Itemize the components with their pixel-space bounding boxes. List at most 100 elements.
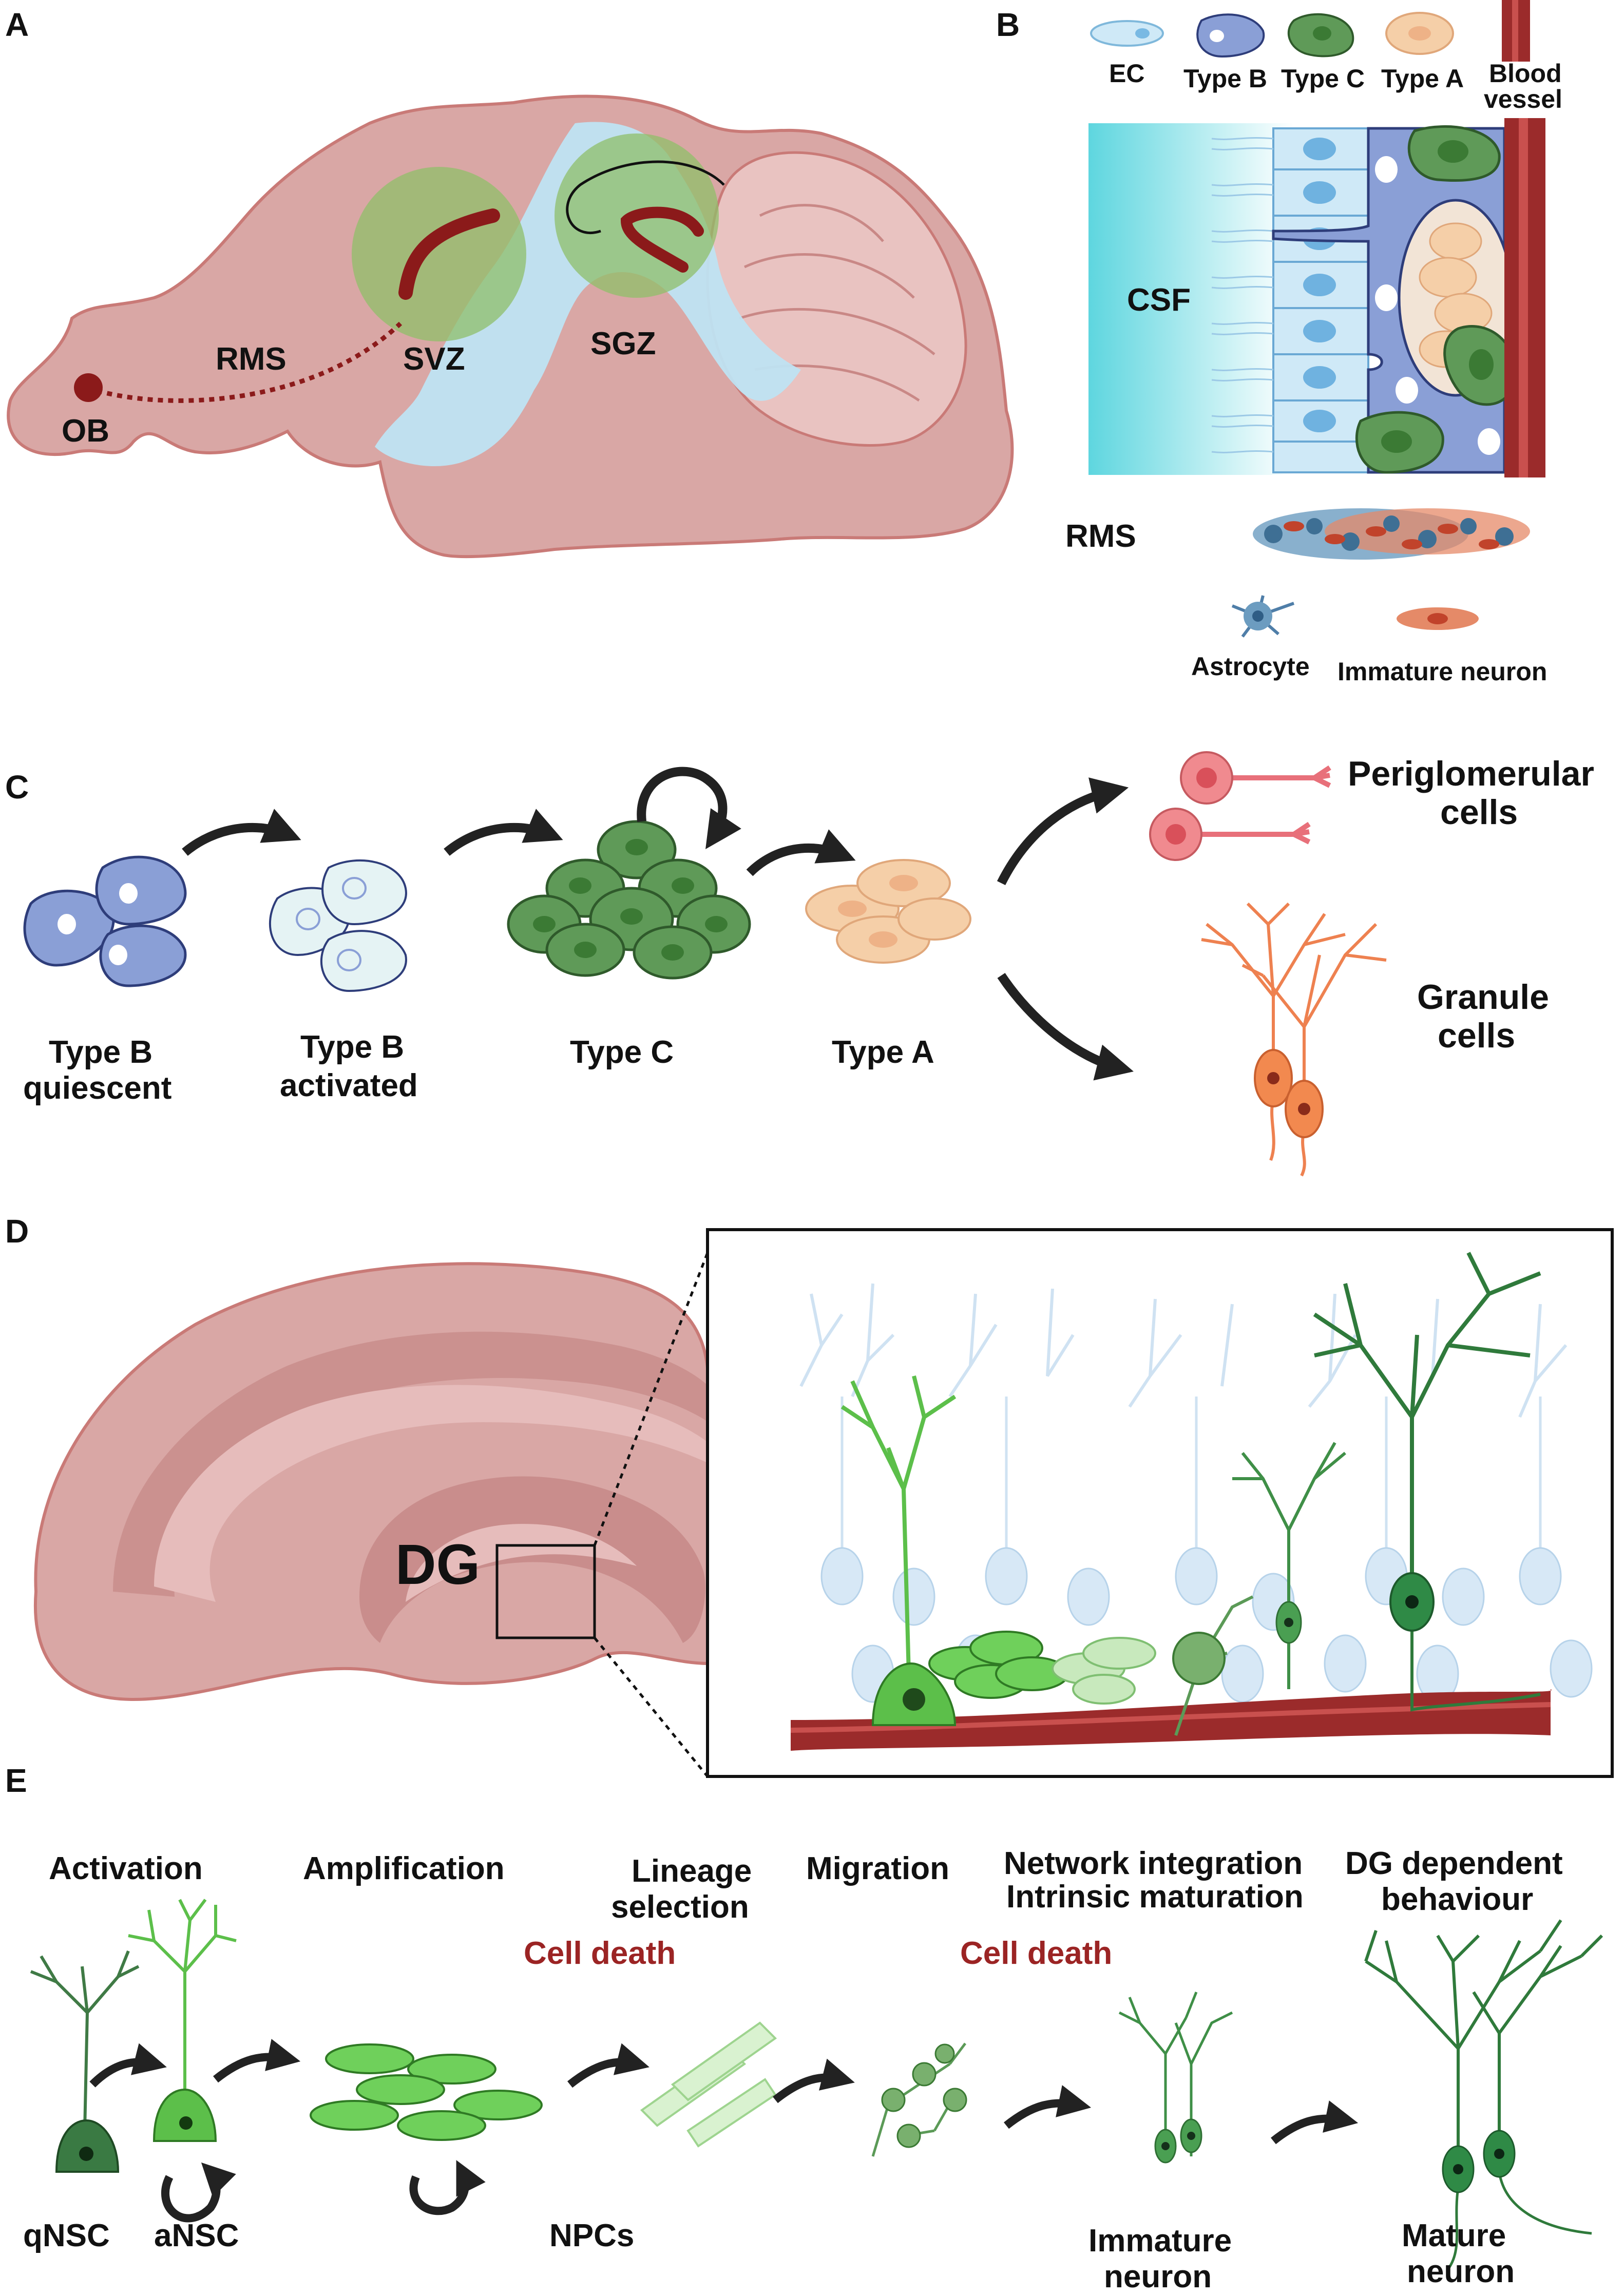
panel-e-letter: E <box>5 1762 27 1799</box>
panel-a: A RMS OB SVZ SGZ <box>5 6 1014 559</box>
label-type-a: Type A <box>832 1035 934 1070</box>
label-mature-2: neuron <box>1407 2254 1515 2289</box>
legend-ec-icon <box>1090 20 1164 47</box>
panel-b: B EC Type B Type C Type A Blood vessel <box>996 0 1562 686</box>
ependymal-cells <box>1211 127 1369 473</box>
label-rms: RMS <box>216 341 286 377</box>
legend-type-a-icon <box>1385 12 1454 55</box>
label-ansc: aNSC <box>154 2218 239 2253</box>
granule-cells <box>1201 902 1387 1177</box>
legend-type-c-icon <box>1287 13 1354 58</box>
label-svz: SVZ <box>403 341 465 377</box>
type-a-cells <box>805 859 971 964</box>
e-qnsc <box>30 1950 140 2173</box>
e-immature-neurons <box>1118 1992 1233 2164</box>
label-immature-neuron: Immature neuron <box>1338 657 1547 686</box>
label-dg-behaviour-1: DG dependent <box>1345 1846 1563 1881</box>
legend-type-c-label: Type C <box>1281 64 1365 93</box>
dg-blood-vessel-highlight <box>790 1702 1551 1733</box>
label-granule-1: Granule <box>1417 978 1549 1017</box>
immature-neuron-icon <box>1397 607 1479 630</box>
arrow-npcs-self-renewal <box>409 2160 486 2215</box>
svz-zone <box>352 167 526 341</box>
dg-immature-neuron <box>1232 1442 1346 1689</box>
e-migrating-cells <box>871 2042 967 2157</box>
panel-d: D DG <box>5 1213 1614 1778</box>
label-migration: Migration <box>806 1851 949 1886</box>
csf-region <box>1088 123 1294 475</box>
dg-migrating-neuroblast <box>1172 1595 1254 1736</box>
legend-blood-vessel-label-1: Blood <box>1489 59 1562 88</box>
label-cell-death-1: Cell death <box>524 1936 676 1971</box>
label-csf: CSF <box>1127 282 1191 318</box>
label-activation: Activation <box>49 1851 203 1886</box>
arrow-migration-to-immature <box>1004 2085 1092 2129</box>
label-type-c: Type C <box>570 1035 674 1070</box>
e-ansc <box>128 1899 237 2142</box>
zoom-line-top <box>593 1252 709 1546</box>
rms-dotted-path <box>86 321 403 403</box>
arrow-qnsc-to-ansc <box>89 2043 167 2088</box>
legend-type-b-icon <box>1196 13 1265 58</box>
legend-blood-vessel-label-2: vessel <box>1484 85 1562 113</box>
label-lineage-2: selection <box>611 1889 749 1925</box>
hippocampus-curve <box>566 160 725 234</box>
label-type-b-quiescent-2: quiescent <box>23 1070 171 1106</box>
arrow-b-activated-to-c <box>444 809 563 856</box>
label-amplification: Amplification <box>303 1851 505 1886</box>
label-network-2: Intrinsic maturation <box>1006 1879 1304 1915</box>
rms-chain <box>1253 508 1530 560</box>
arrow-ansc-self-renewal <box>161 2162 236 2223</box>
label-cell-death-2: Cell death <box>960 1936 1112 1971</box>
arrow-ansc-to-npcs <box>213 2039 301 2083</box>
label-periglomerular-1: Periglomerular <box>1348 754 1594 793</box>
sgz-dg-curve <box>620 206 704 273</box>
label-astrocyte: Astrocyte <box>1191 652 1310 681</box>
label-immature-2: neuron <box>1104 2259 1212 2294</box>
periglomerular-cells <box>1149 751 1331 861</box>
arrow-a-to-granule <box>997 973 1134 1081</box>
arrow-immature-to-mature <box>1271 2100 1359 2145</box>
panel-b-letter: B <box>996 6 1020 43</box>
label-lineage-1: Lineage <box>632 1853 752 1889</box>
type-c-cluster-nuclei <box>533 839 728 961</box>
type-a-nuclei <box>838 875 918 948</box>
panel-e: E Activation Amplification Lineage selec… <box>5 1762 1603 2294</box>
dg-npc-cluster <box>928 1631 1069 1699</box>
label-rms-b: RMS <box>1065 519 1136 554</box>
type-c-cells <box>1355 125 1517 474</box>
hippocampus-lumen <box>154 1385 709 1602</box>
label-dg-behaviour-2: behaviour <box>1381 1882 1533 1917</box>
label-qnsc: qNSC <box>23 2218 110 2253</box>
panel-d-letter: D <box>5 1213 29 1250</box>
panel-c: C <box>5 751 1594 1177</box>
label-type-b-quiescent-1: Type B <box>49 1035 152 1070</box>
label-mature-1: Mature <box>1402 2218 1506 2253</box>
dentate-gyrus <box>359 1476 705 1643</box>
label-network-1: Network integration <box>1004 1846 1303 1881</box>
astrocyte-icon <box>1231 595 1295 638</box>
panel-c-letter: C <box>5 769 29 806</box>
label-granule-2: cells <box>1438 1016 1515 1055</box>
legend-ec-label: EC <box>1109 59 1144 88</box>
type-b-quiescent-cells <box>23 855 187 987</box>
label-periglomerular-2: cells <box>1440 793 1518 832</box>
dg-radial-nsc <box>840 1375 957 1726</box>
label-type-b-activated-2: activated <box>280 1068 418 1103</box>
arrow-npcs-to-lineage <box>567 2043 649 2088</box>
label-npcs: NPCs <box>549 2218 634 2253</box>
e-npcs <box>310 2043 543 2141</box>
arrow-lineage-to-migration <box>773 2058 855 2103</box>
ob-dot <box>74 373 103 402</box>
e-lineage-cells <box>640 2021 777 2148</box>
dg-mature-neuron <box>1313 1252 1541 1712</box>
arrow-b-quiescent-to-activated <box>182 809 301 856</box>
label-type-b-activated-1: Type B <box>300 1029 404 1065</box>
rms-stream <box>398 208 500 300</box>
label-immature-1: Immature <box>1088 2223 1232 2259</box>
panel-c-arrows <box>182 767 1134 1081</box>
legend-blood-vessel-icon <box>1502 0 1530 62</box>
label-ob: OB <box>62 413 109 449</box>
dg-zoom-box <box>495 1544 596 1639</box>
